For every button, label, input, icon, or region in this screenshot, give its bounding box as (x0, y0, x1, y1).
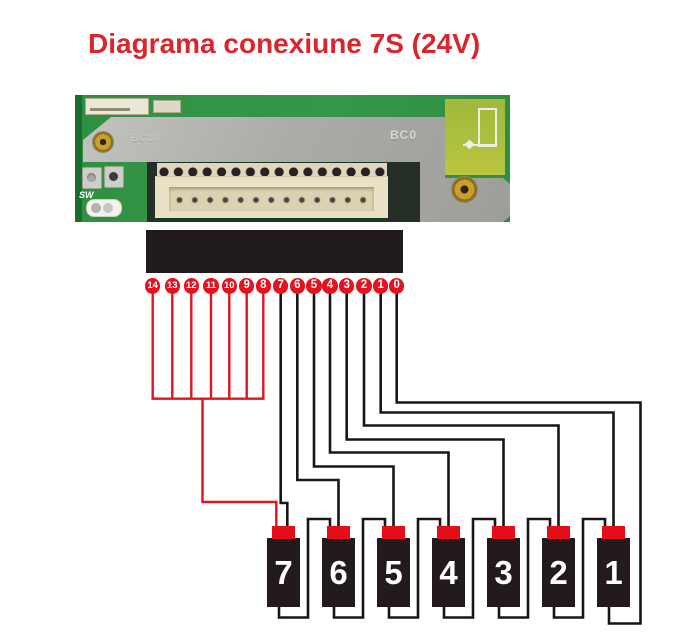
wire-black (328, 291, 450, 529)
pin-10: 10 (221, 278, 238, 294)
battery-cell-6: 6 (322, 526, 355, 607)
battery-positive-cap (382, 526, 405, 539)
pad-hole (109, 172, 118, 181)
battery-positive-cap (602, 526, 625, 539)
pcb-component (153, 100, 181, 113)
switch-pad-contact (91, 203, 101, 213)
pin-5: 5 (306, 278, 322, 294)
pin-14: 14 (144, 278, 161, 294)
battery-positive-cap (327, 526, 350, 539)
pad-hole (87, 173, 96, 182)
battery-positive-cap (437, 526, 460, 539)
test-pad (104, 166, 124, 188)
pcb-trace-area (445, 99, 505, 175)
pcb-trace-node (464, 139, 475, 150)
battery-number: 5 (384, 554, 403, 591)
battery-number: 1 (604, 554, 623, 591)
balance-connector (155, 176, 388, 219)
battery-cell-5: 5 (377, 526, 410, 607)
switch-pad-contact (103, 203, 113, 213)
battery-positive-cap (272, 526, 295, 539)
pin-1: 1 (372, 278, 389, 294)
pin-9: 9 (238, 278, 255, 294)
pin-3: 3 (338, 278, 355, 294)
battery-positive-cap (547, 526, 570, 539)
page-title: Diagrama conexiune 7S (24V) (88, 28, 481, 59)
wire-black (312, 291, 395, 529)
wire-black (379, 291, 615, 529)
pin-2: 2 (356, 278, 372, 294)
connector-pins-row (157, 163, 387, 177)
switch-label: SW (79, 190, 94, 200)
connector-recess (169, 187, 374, 211)
pcb-component-detail (90, 108, 130, 111)
pin-12: 12 (183, 278, 200, 294)
pcb-trace (478, 108, 497, 147)
pcb-component (85, 98, 149, 115)
battery-positive-cap (492, 526, 515, 539)
battery-cell-7: 7 (267, 526, 300, 607)
pin-13: 13 (164, 278, 181, 294)
wire-red (201, 398, 278, 529)
pcb-trace (463, 144, 495, 146)
battery-cell-2: 2 (542, 526, 575, 607)
battery-number: 4 (439, 554, 458, 591)
battery-number: 7 (274, 554, 293, 591)
pin-6: 6 (289, 278, 306, 294)
battery-cell-1: 1 (597, 526, 630, 607)
battery-number: 3 (494, 554, 513, 591)
shield-label-bc0: BC0 (390, 128, 418, 142)
battery-cell-4: 4 (432, 526, 465, 607)
screw-icon (452, 177, 477, 202)
pin-0: 0 (388, 278, 405, 294)
screw-icon (93, 132, 113, 152)
wire-black (345, 291, 505, 529)
shield-label-bc14: BC14 (131, 133, 161, 144)
pin-4: 4 (322, 278, 338, 294)
pin-7: 7 (272, 278, 289, 294)
battery-number: 6 (329, 554, 348, 591)
wire-black (362, 291, 560, 529)
battery-number: 2 (549, 554, 568, 591)
connector-block (146, 230, 403, 273)
pcb-photo: BC14 BC0 SW (75, 95, 510, 222)
connector-pin-dots (172, 195, 371, 205)
pin-11: 11 (203, 278, 219, 294)
pin-8: 8 (255, 278, 272, 294)
wire-black (279, 291, 289, 529)
switch-pad (86, 199, 122, 217)
wire-black (295, 291, 340, 529)
connector-base-shadow (155, 218, 388, 222)
battery-cell-3: 3 (487, 526, 520, 607)
test-pad (82, 167, 102, 189)
